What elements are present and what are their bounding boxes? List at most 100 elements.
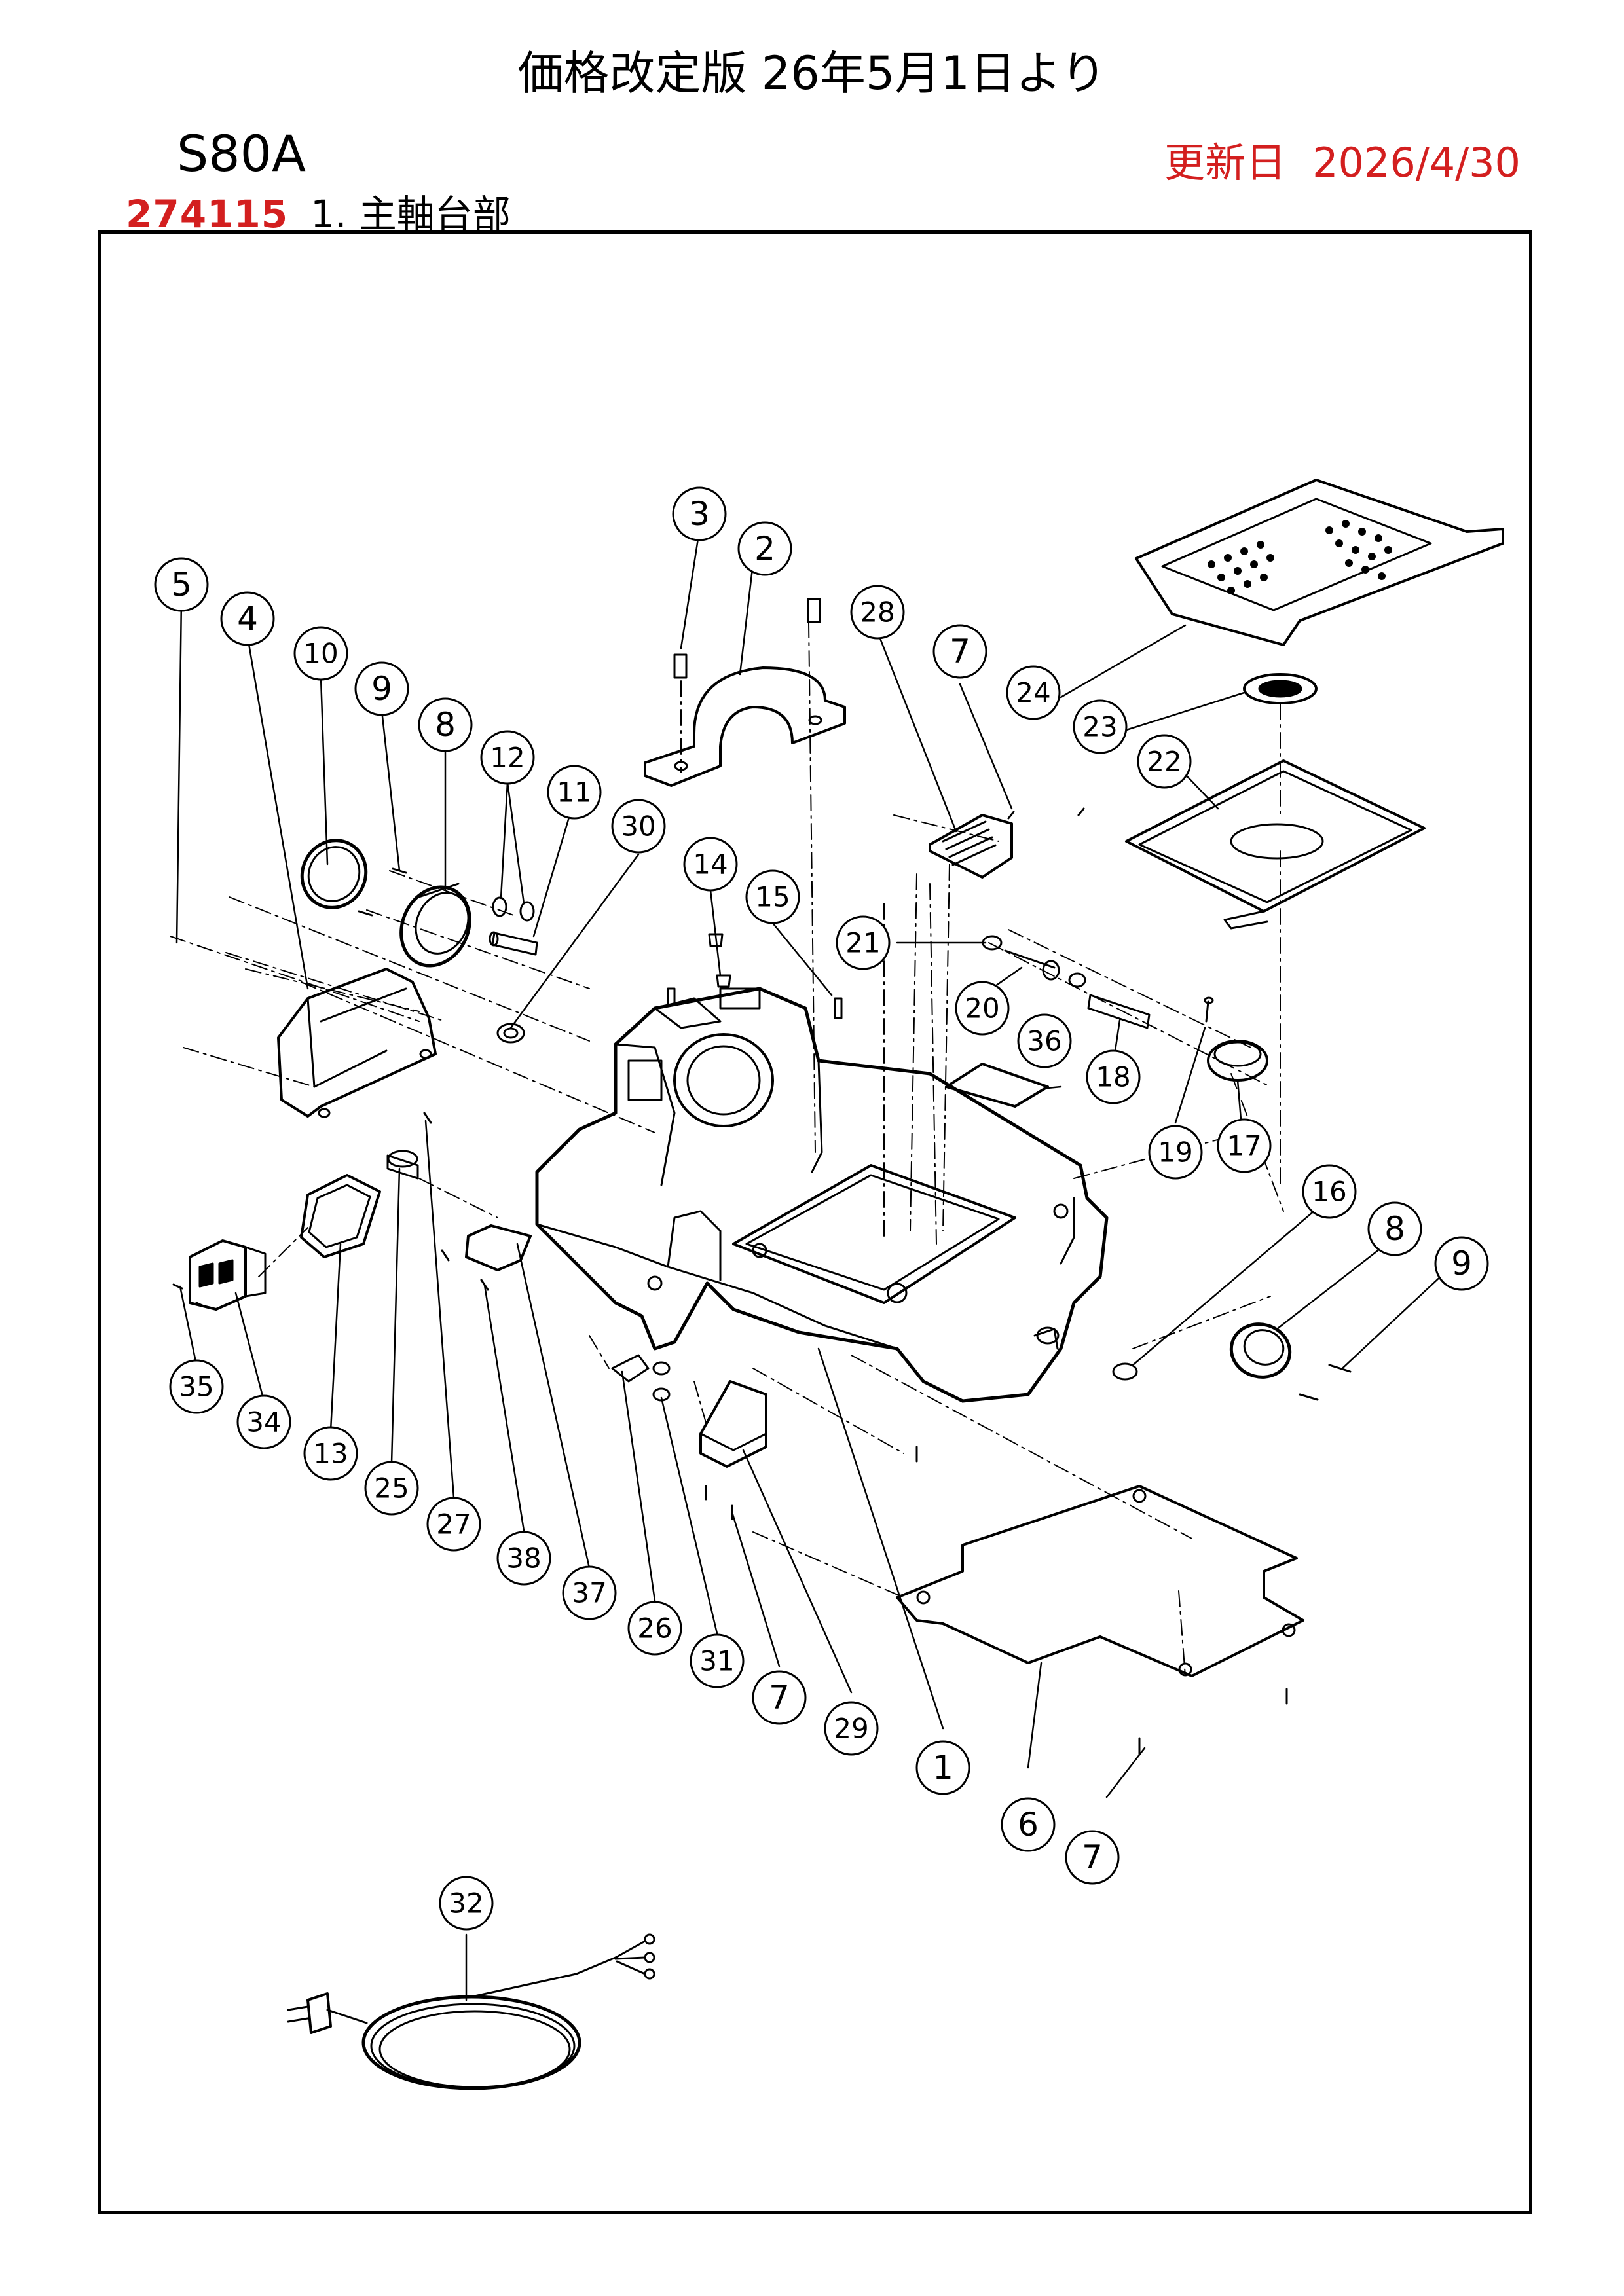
callout-number: 13 <box>313 1438 348 1470</box>
callout-7: 7 <box>1065 1830 1120 1885</box>
callout-circle <box>1086 1049 1141 1104</box>
callout-circle <box>1367 1201 1422 1256</box>
callout-circle <box>850 585 905 640</box>
callout-number: 20 <box>965 993 999 1025</box>
diagram-frame <box>98 230 1532 2214</box>
callout-27: 27 <box>426 1497 481 1552</box>
part-27-screw <box>423 1112 450 1262</box>
callout-number: 29 <box>834 1713 868 1745</box>
callout-number: 16 <box>1312 1176 1346 1208</box>
callout-number: 9 <box>1451 1245 1472 1283</box>
callout-7: 7 <box>752 1670 807 1725</box>
price-revision-title: 価格改定版 26年5月1日より <box>517 46 1107 100</box>
part-2-bearing-cap <box>644 666 846 787</box>
callout-19: 19 <box>1148 1125 1203 1180</box>
callout-29: 29 <box>824 1701 879 1756</box>
model-name: S80A <box>177 124 306 183</box>
callout-number: 19 <box>1158 1137 1192 1169</box>
update-label: 更新日 <box>1164 139 1287 187</box>
part-13-gasket-frame <box>300 1174 381 1258</box>
part-28-slotted-cover <box>929 814 1013 879</box>
callout-22: 22 <box>1137 734 1192 789</box>
callout-circle <box>439 1876 494 1931</box>
callout-10: 10 <box>293 626 348 681</box>
part-11-shaft <box>489 931 538 956</box>
callout-number: 23 <box>1082 711 1117 743</box>
part-3-bolt <box>673 598 821 679</box>
part-22-coolant-pan <box>1125 759 1426 930</box>
callout-number: 5 <box>171 566 192 604</box>
callout-number: 31 <box>699 1645 734 1677</box>
update-date: 2026/4/30 <box>1312 139 1521 187</box>
callout-circle <box>1073 699 1128 754</box>
callout-5: 5 <box>154 557 209 612</box>
callout-circle <box>915 1740 970 1795</box>
callout-21: 21 <box>836 915 891 970</box>
callout-number: 36 <box>1027 1025 1061 1057</box>
callout-3: 3 <box>672 486 727 541</box>
callout-25: 25 <box>364 1461 419 1516</box>
callout-12: 12 <box>480 730 535 785</box>
callout-18: 18 <box>1086 1049 1141 1104</box>
part-4-belt-cover <box>277 968 437 1118</box>
callout-20: 20 <box>955 981 1010 1036</box>
part-20-21-fittings <box>982 935 1086 988</box>
callout-circle <box>1006 665 1061 720</box>
callout-24: 24 <box>1006 665 1061 720</box>
callout-38: 38 <box>496 1531 551 1586</box>
callout-circle <box>690 1633 745 1688</box>
callout-circle <box>824 1701 879 1756</box>
part-24-chip-tray <box>1135 479 1504 646</box>
part-12-snap-rings <box>492 896 535 922</box>
callout-number: 7 <box>769 1679 790 1717</box>
callout-16: 16 <box>1302 1164 1357 1219</box>
callout-8: 8 <box>1367 1201 1422 1256</box>
callout-circle <box>611 799 666 854</box>
callout-number: 10 <box>303 638 338 670</box>
callout-36: 36 <box>1017 1013 1072 1068</box>
callout-number: 28 <box>860 596 895 629</box>
callout-number: 6 <box>1018 1806 1039 1844</box>
callout-circle <box>737 521 792 576</box>
callout-number: 15 <box>755 881 790 913</box>
leader-lines <box>175 529 1445 2001</box>
callout-number: 3 <box>689 495 710 533</box>
callout-number: 37 <box>572 1577 606 1609</box>
callout-circle <box>293 626 348 681</box>
part-34-switch <box>189 1239 267 1311</box>
part-10-ring <box>300 839 368 909</box>
callout-17: 17 <box>1217 1118 1272 1173</box>
callout-13: 13 <box>303 1426 358 1481</box>
callout-circle <box>154 557 209 612</box>
callout-circle <box>220 591 275 646</box>
callout-37: 37 <box>562 1565 617 1620</box>
callout-circle <box>354 661 409 716</box>
part-14-plug <box>708 933 731 988</box>
callout-circle <box>547 765 602 820</box>
part-16-plug <box>1112 1362 1138 1381</box>
callout-number: 12 <box>490 742 525 774</box>
part-26-clamp <box>611 1354 650 1383</box>
callout-30: 30 <box>611 799 666 854</box>
part-36-plate <box>945 1063 1049 1108</box>
callout-number: 24 <box>1016 677 1050 709</box>
callout-35: 35 <box>169 1359 224 1414</box>
part-19-screw <box>1204 996 1214 1023</box>
callout-number: 2 <box>754 530 775 568</box>
part-25-pin <box>386 1150 419 1180</box>
callout-number: 8 <box>435 706 456 744</box>
callout-circle <box>836 915 891 970</box>
part-29-bracket <box>699 1380 767 1468</box>
callout-circle <box>426 1497 481 1552</box>
part-32-power-cord <box>287 1933 655 2090</box>
callout-circle <box>1137 734 1192 789</box>
callout-circle <box>752 1670 807 1725</box>
callout-34: 34 <box>236 1394 291 1449</box>
callout-circle <box>1434 1236 1489 1291</box>
callout-circle <box>1001 1797 1056 1852</box>
callout-number: 27 <box>436 1508 471 1540</box>
callout-number: 38 <box>506 1542 541 1575</box>
callout-23: 23 <box>1073 699 1128 754</box>
